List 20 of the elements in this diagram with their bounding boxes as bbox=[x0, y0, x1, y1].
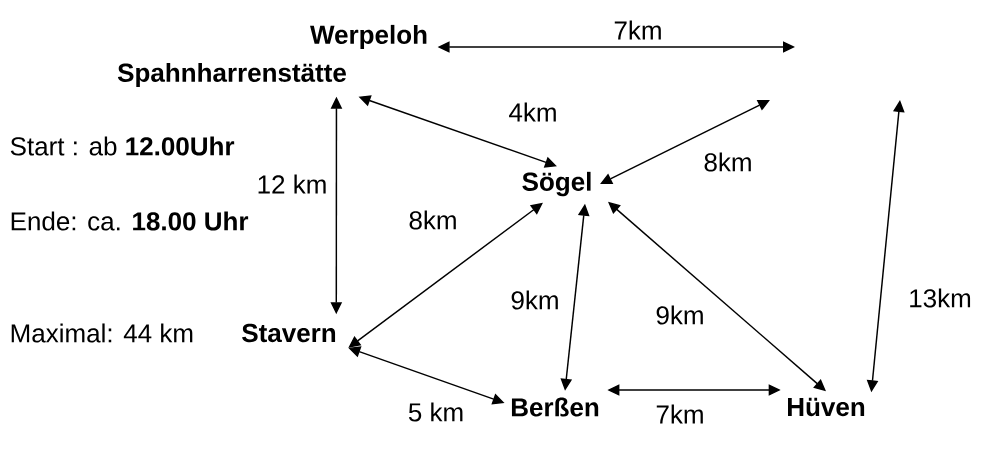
distance-label: 13km bbox=[906, 287, 974, 309]
place-name: Berßen bbox=[511, 397, 599, 417]
distance-label: 9km bbox=[509, 289, 561, 311]
distance-label: 4km bbox=[507, 101, 559, 123]
note-text: Maximal: 44 km bbox=[11, 323, 193, 343]
place-name: Stavern bbox=[242, 323, 336, 343]
distance-label: 5 km bbox=[406, 401, 466, 423]
distance-label: 8km bbox=[407, 209, 459, 231]
distance-label: 7km bbox=[612, 19, 664, 41]
double-arrow bbox=[600, 100, 770, 184]
distance-label: 9km bbox=[654, 304, 706, 326]
place-name: Hüven bbox=[788, 397, 865, 417]
distance-label: 7km bbox=[654, 403, 706, 425]
note-text: Start : ab 12.00Uhr bbox=[10, 136, 235, 156]
distance-label: 12 km bbox=[255, 173, 329, 195]
distance-label: 8km bbox=[702, 151, 754, 173]
place-name: Spahnharrenstätte bbox=[117, 62, 346, 88]
note-text: Ende: ca. 18.00 Uhr bbox=[11, 211, 249, 231]
place-name: Werpeloh bbox=[310, 24, 427, 50]
place-name: Sögel bbox=[522, 171, 591, 197]
